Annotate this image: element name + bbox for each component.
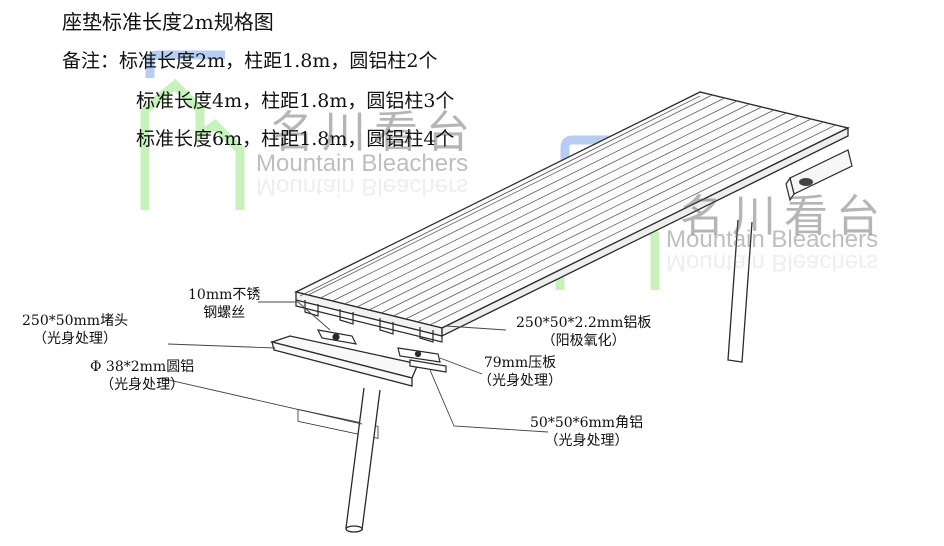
note-line-3: 标准长度6m，柱距1.8m，圆铝柱4个 [136,128,455,150]
plank-rib [405,118,812,320]
callout-angle: 50*50*6mm角铝 （光身处理） [530,414,643,450]
left-support-column [345,387,381,533]
press-plate [397,347,441,363]
callout-angle-line1: 50*50*6mm角铝 [530,415,644,431]
callout-endcap-line1: 250*50mm堵头 [22,313,129,329]
right-support-column [727,219,753,363]
plank-rib [429,124,836,326]
seat-plank-end-profile [295,300,443,343]
plank-rib [308,94,713,296]
plank-rib [320,97,725,299]
plank-rib [332,100,738,302]
callout-plate: 250*50*2.2mm铝板 （阳极氧化） [516,314,651,350]
callout-angle-line2: （光身处理） [544,433,629,449]
seat-plank-ribs [308,94,836,326]
callout-tube: Φ 38*2mm圆铝 （光身处理） [90,358,194,394]
callout-screw-line1: 10mm不锈 [188,287,261,303]
end-cap [269,335,419,439]
angle-aluminum [409,359,447,373]
plank-rib [344,103,750,305]
watermark-logo-left [140,50,245,210]
callout-endcap: 250*50mm堵头 （光身处理） [22,312,128,348]
callout-pressplate: 79mm压板 （光身处理） [478,354,562,390]
callout-pressplate-line1: 79mm压板 [483,355,557,371]
callout-screw: 10mm不锈 钢螺丝 [188,286,260,322]
callout-pressplate-line2: （光身处理） [478,373,562,389]
right-bracket [785,149,853,202]
callout-plate-line2: （阳极氧化） [541,333,626,349]
callout-endcap-line2: （光身处理） [33,331,118,347]
note-prefix: 备注： [62,50,120,72]
plank-rib [356,106,762,308]
callout-screw-line2: 钢螺丝 [203,305,246,321]
page-title: 座垫标准长度2m规格图 [62,10,274,34]
callout-plate-line1: 250*50*2.2mm铝板 [516,315,652,331]
callout-tube-line2: （光身处理） [100,377,185,393]
screw [316,329,358,345]
note-text-1: 标准长度2m，柱距1.8m，圆铝柱2个 [119,50,438,72]
callout-tube-line1: Φ 38*2mm圆铝 [90,359,195,375]
note-line-1: 备注：标准长度2m，柱距1.8m，圆铝柱2个 [62,46,437,73]
plank-rib [368,109,775,311]
note-line-2: 标准长度4m，柱距1.8m，圆铝柱3个 [136,90,455,112]
plank-rib [381,112,787,314]
plank-rib [417,121,824,323]
plank-rib [393,115,799,317]
leader-lines [159,301,549,433]
